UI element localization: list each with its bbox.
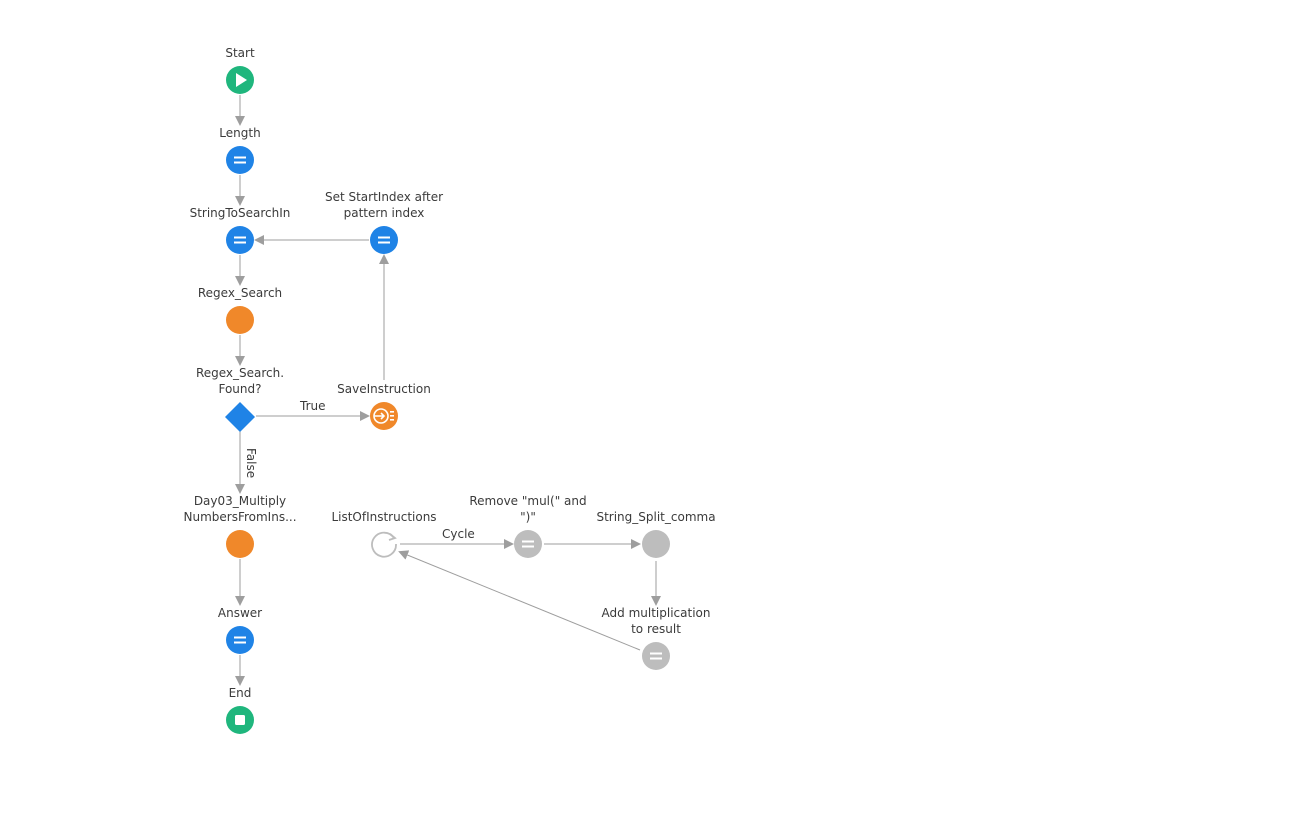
- assign-icon: [226, 226, 254, 254]
- regex-search-node[interactable]: [226, 306, 254, 334]
- assign-icon: [642, 642, 670, 670]
- edge-label-cycle: Cycle: [442, 527, 475, 541]
- set-start-index-node[interactable]: [370, 226, 398, 254]
- regex-found-decision[interactable]: [224, 401, 256, 433]
- node-label-set-start-index: Set StartIndex after pattern index: [324, 190, 444, 220]
- assign-icon: [226, 626, 254, 654]
- node-label-add-multiplication: Add multiplication to result: [601, 606, 711, 636]
- assign-icon: [226, 146, 254, 174]
- list-of-instructions-node[interactable]: [370, 530, 398, 558]
- string-to-search-in-node[interactable]: [226, 226, 254, 254]
- edge-label-true: True: [300, 399, 326, 413]
- node-label-regex-found: Regex_Search. Found?: [195, 366, 285, 396]
- action-icon: [226, 306, 254, 334]
- remove-mul-node[interactable]: [514, 530, 542, 558]
- action-icon: [226, 530, 254, 558]
- day03-node[interactable]: [226, 530, 254, 558]
- node-label-day03: Day03_Multiply NumbersFromIns...: [183, 494, 297, 524]
- node-label-string-split-comma: String_Split_comma: [596, 510, 716, 524]
- stop-icon: [226, 706, 254, 734]
- end-node[interactable]: [226, 706, 254, 734]
- node-label-list-of-instructions: ListOfInstructions: [331, 510, 437, 524]
- answer-node[interactable]: [226, 626, 254, 654]
- add-multiplication-node[interactable]: [642, 642, 670, 670]
- node-label-regex-search: Regex_Search: [197, 286, 283, 300]
- edge-add-loop: [398, 550, 641, 651]
- save-instruction-node[interactable]: [370, 402, 398, 430]
- assign-icon: [514, 530, 542, 558]
- node-label-length: Length: [219, 126, 261, 140]
- assign-icon: [370, 226, 398, 254]
- string-split-comma-node[interactable]: [642, 530, 670, 558]
- decision-icon: [225, 402, 255, 432]
- node-label-answer: Answer: [217, 606, 263, 620]
- play-icon: [226, 66, 254, 94]
- node-label-save-instruction: SaveInstruction: [337, 382, 431, 396]
- node-label-string-to-search-in: StringToSearchIn: [189, 206, 291, 220]
- node-label-end: End: [228, 686, 252, 700]
- edge-label-false: False: [244, 448, 258, 479]
- action-icon: [642, 530, 670, 558]
- node-label-remove-mul: Remove "mul(" and ")": [469, 494, 587, 524]
- execute-icon: [370, 402, 398, 430]
- cycle-icon: [371, 531, 397, 558]
- length-node[interactable]: [226, 146, 254, 174]
- node-label-start: Start: [225, 46, 255, 60]
- start-node[interactable]: [226, 66, 254, 94]
